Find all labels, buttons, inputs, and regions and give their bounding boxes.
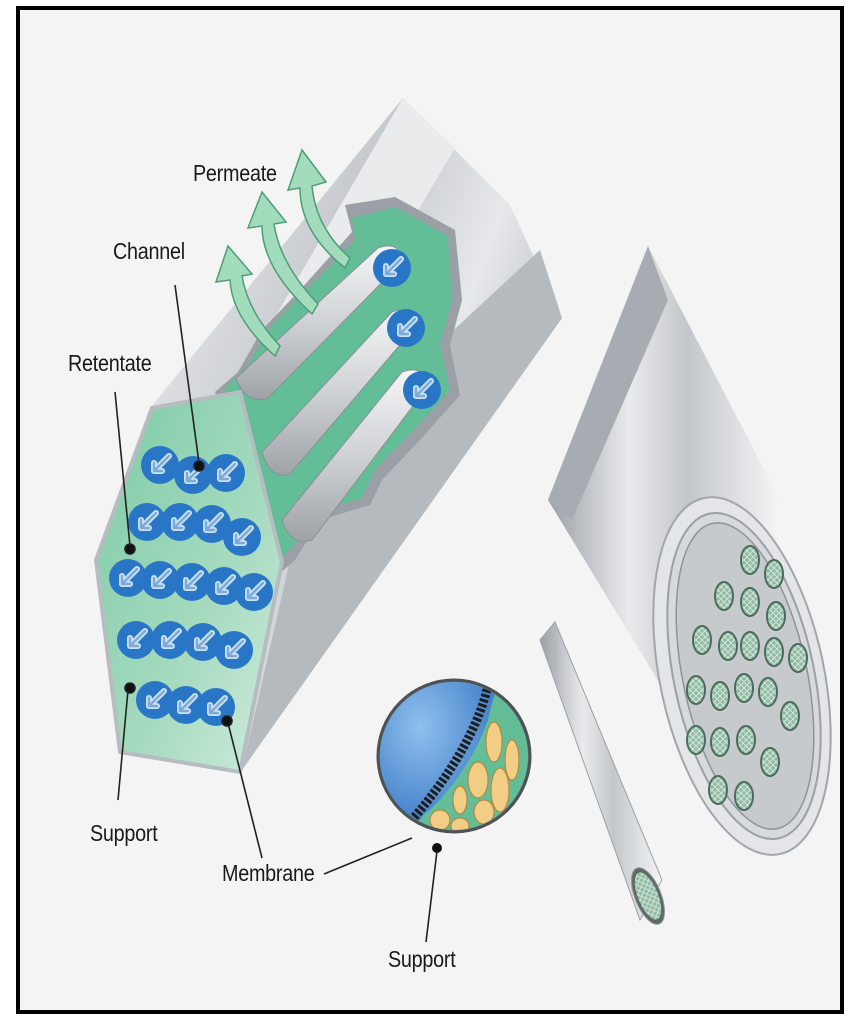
channel-mark [223, 518, 261, 556]
label-support-bottom: Support [388, 946, 455, 973]
label-support-left: Support [90, 820, 157, 847]
channel-mark [128, 503, 166, 541]
channel-mark [117, 621, 155, 659]
channel-mark [215, 631, 253, 669]
channel-mark [173, 563, 211, 601]
channel-mark [207, 454, 245, 492]
label-membrane: Membrane [222, 860, 314, 887]
channel-mark [141, 446, 179, 484]
label-permeate: Permeate [193, 160, 277, 187]
channel-mark [151, 621, 189, 659]
magnified-membrane-detail [378, 660, 534, 942]
channel-mark [235, 573, 273, 611]
label-retentate: Retentate [68, 350, 151, 377]
label-channel: Channel [113, 238, 185, 265]
channel-mark [174, 456, 212, 494]
